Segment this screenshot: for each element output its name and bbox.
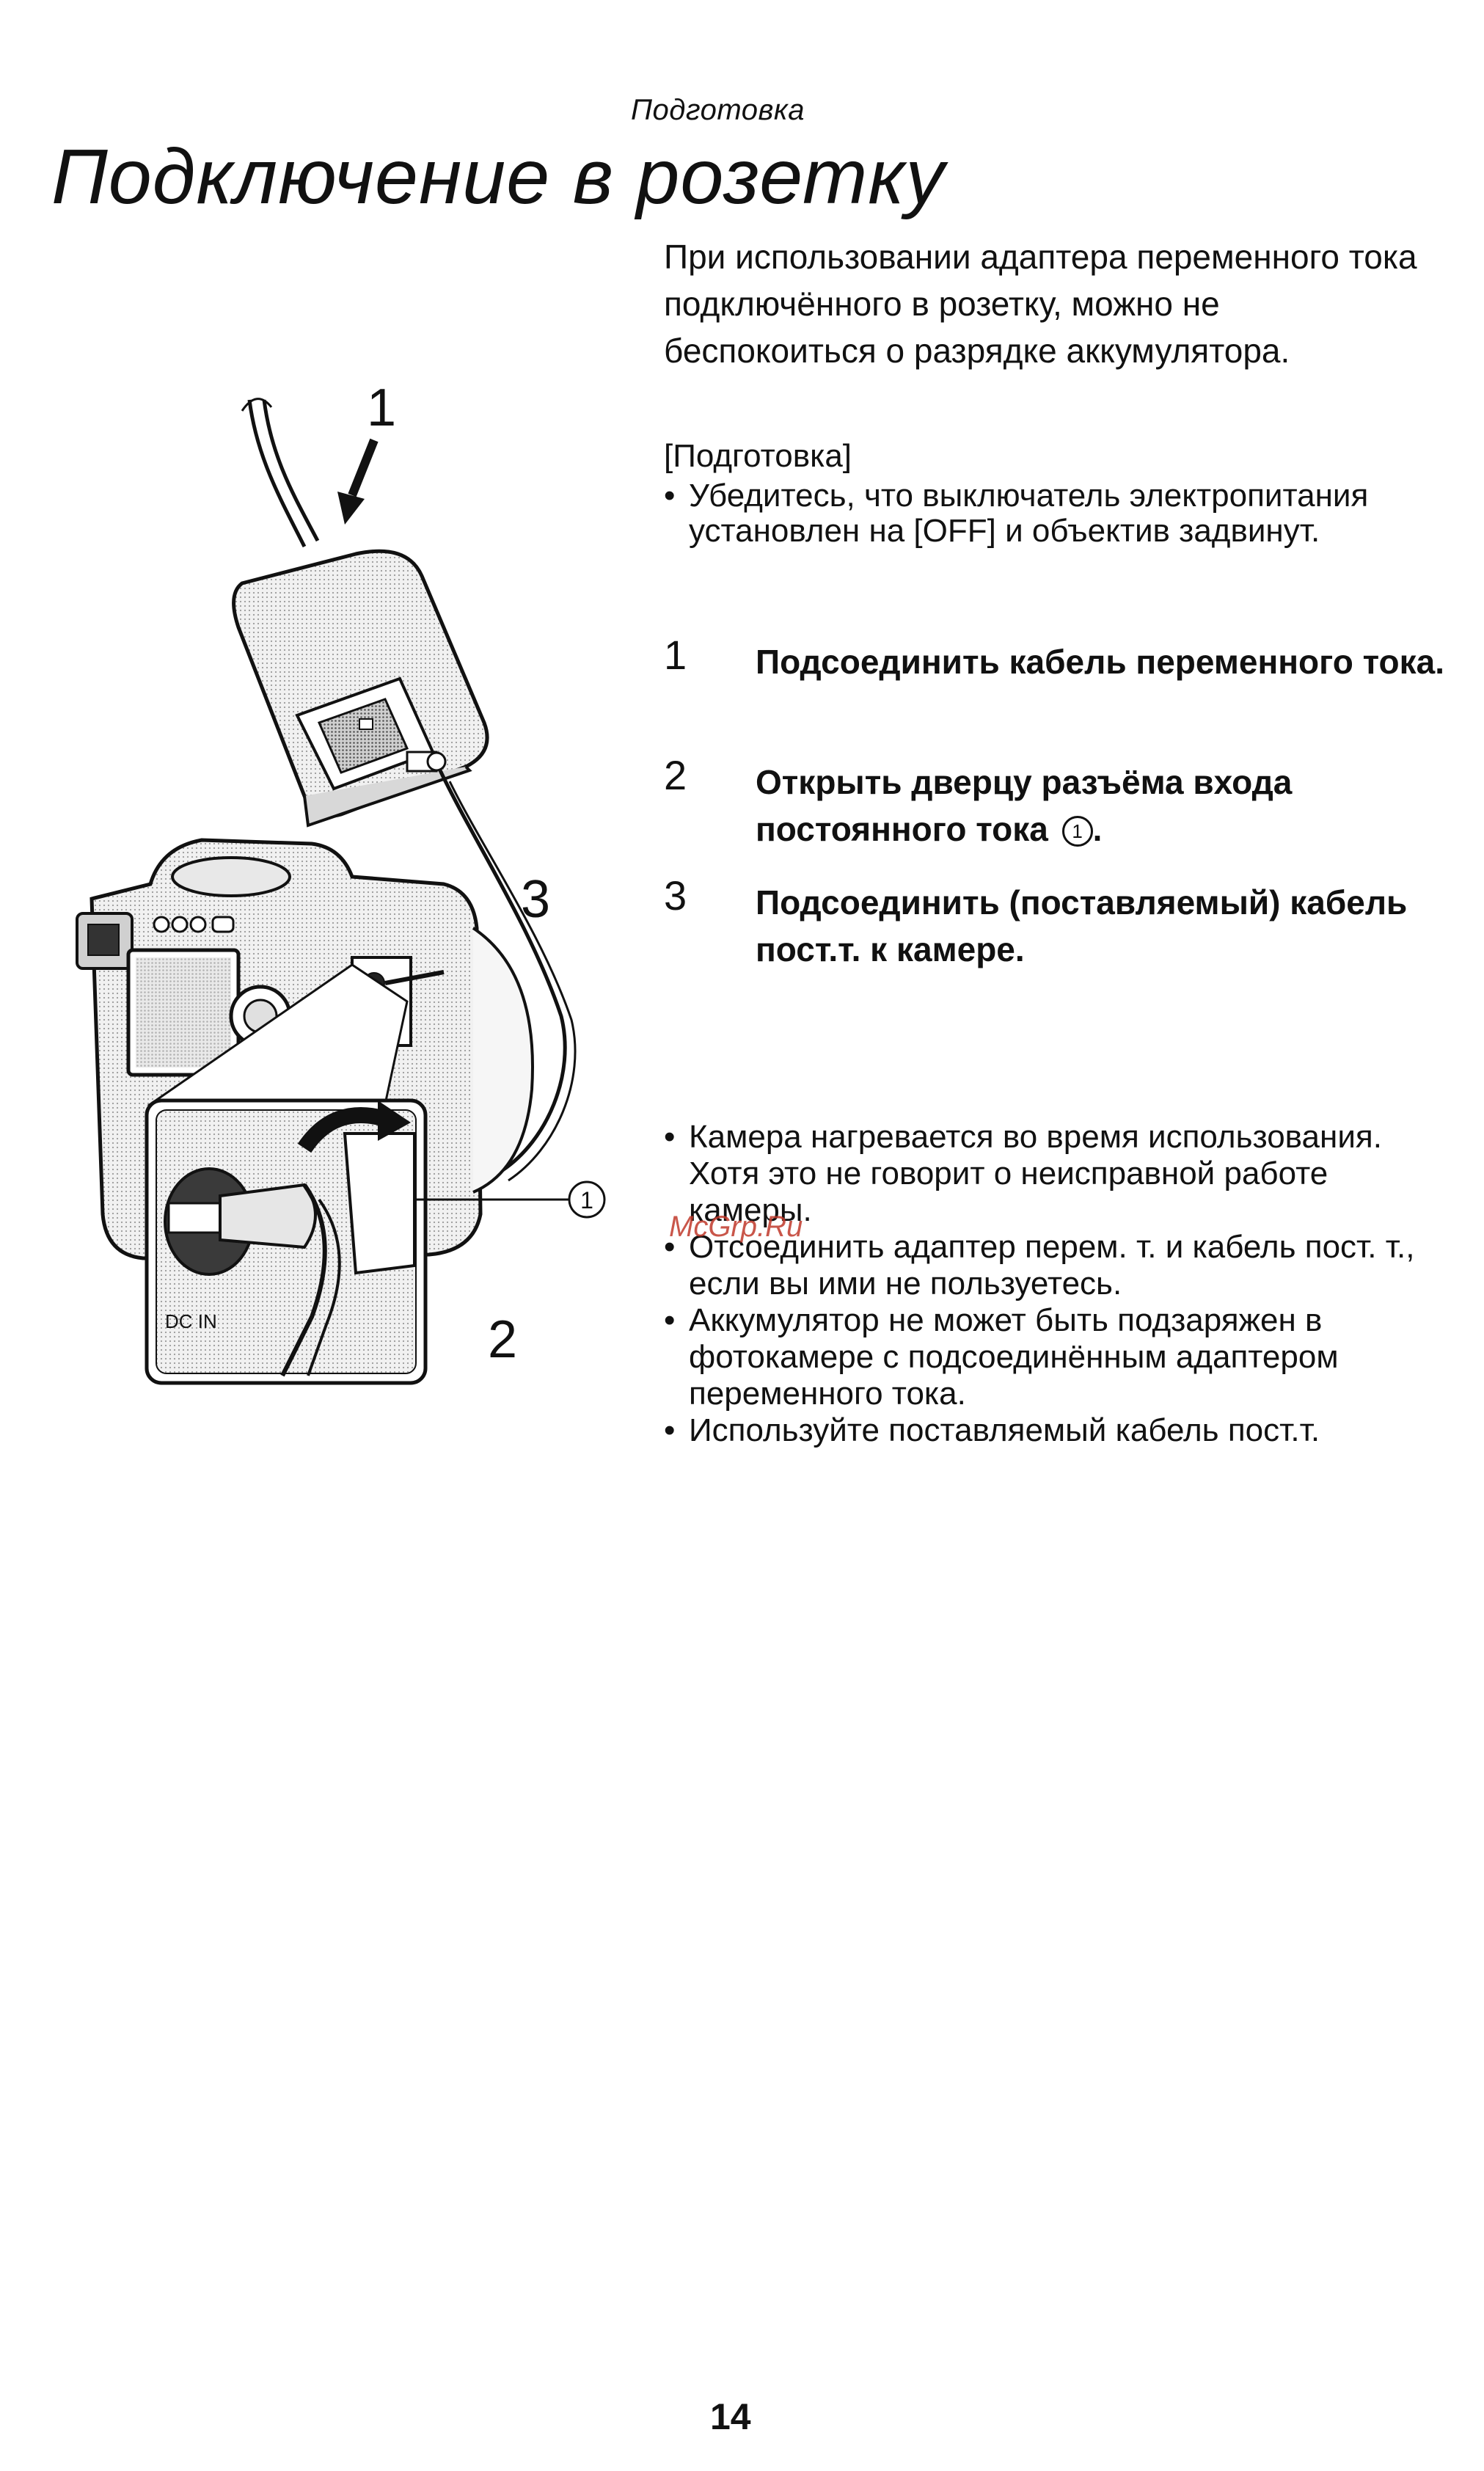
note-item: Отсоединить адаптер перем. т. и кабель п… — [664, 1229, 1456, 1302]
ac-cord — [241, 398, 320, 548]
step-number: 2 — [664, 752, 687, 798]
step-text: Открыть дверцу разъёма входа постоянного… — [756, 759, 1445, 853]
preparation-item: Убедитесь, что выключатель электропитани… — [664, 478, 1441, 549]
curved-arrow-icon — [297, 1107, 388, 1153]
steps-list: 1 Подсоединить кабель переменного тока. … — [664, 632, 1444, 999]
note-item: Аккумулятор не может быть подзаряжен в ф… — [664, 1302, 1456, 1412]
step-number: 3 — [664, 872, 687, 919]
section-label: Подготовка — [631, 94, 805, 126]
ac-adapter — [232, 549, 489, 828]
dc-in-label: DC IN — [165, 1310, 217, 1332]
preparation-list: Убедитесь, что выключатель электропитани… — [664, 478, 1441, 549]
camera-adapter-illustration: DC IN 1 1 3 2 — [62, 371, 620, 1401]
intro-paragraph: При использовании адаптера переменного т… — [664, 238, 1417, 370]
step-3: 3 Подсоединить (поставляемый) кабель пос… — [664, 872, 1441, 999]
note-item: Камера нагревается во время использовани… — [664, 1119, 1456, 1229]
step-text-main: Открыть дверцу разъёма входа постоянного… — [756, 763, 1293, 848]
step-text: Подсоединить кабель переменного тока. — [756, 643, 1444, 681]
note-item: Используйте поставляемый кабель пост.т. — [664, 1412, 1456, 1449]
figure-callout-3: 3 — [521, 870, 550, 929]
svg-text:1: 1 — [580, 1187, 593, 1213]
notes-list: Камера нагревается во время использовани… — [664, 1119, 1456, 1449]
preparation-heading: [Подготовка] — [664, 438, 852, 474]
preparation-block: [Подготовка] Убедитесь, что выключатель … — [664, 439, 1441, 549]
page-number: 14 — [710, 2396, 751, 2437]
dc-in-detail-inset: DC IN — [145, 1098, 569, 1385]
watermark: McGrp.Ru — [669, 1211, 803, 1243]
step-1: 1 Подсоединить кабель переменного тока. — [664, 632, 1444, 759]
illustration-svg: DC IN 1 1 3 2 — [76, 379, 606, 1385]
figure-callout-2: 2 — [488, 1310, 517, 1369]
arrow-down-icon — [337, 438, 379, 525]
step-text: Подсоединить (поставляемый) кабель пост.… — [756, 883, 1408, 968]
step-2: 2 Открыть дверцу разъёма входа постоянно… — [664, 752, 1441, 879]
figure-callout-1: 1 — [367, 379, 396, 437]
step-text-suffix: . — [1092, 810, 1103, 848]
circled-callout-1: 1 — [568, 1180, 606, 1219]
circled-ref-1: 1 — [1061, 816, 1093, 847]
notes-block: Камера нагревается во время использовани… — [664, 1119, 1456, 1449]
step-number: 1 — [664, 632, 687, 678]
page-title: Подключение в розетку — [51, 134, 946, 220]
